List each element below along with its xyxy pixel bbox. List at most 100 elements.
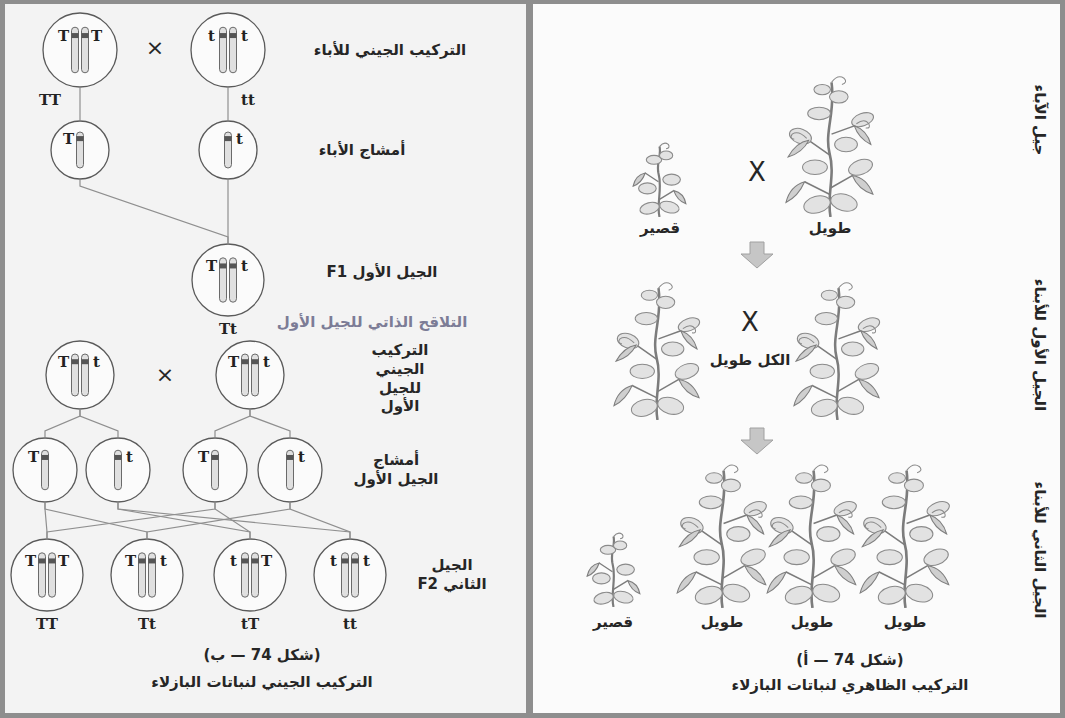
row-label: أمشاج الجيل الأول	[353, 451, 439, 489]
cell-circle: T	[12, 437, 78, 503]
phenotype-label: قصير	[593, 613, 633, 632]
gene-band	[287, 455, 294, 460]
chromosome	[39, 553, 46, 597]
chromatid	[212, 450, 219, 490]
gene-band	[220, 263, 227, 268]
genotype-label: TT	[36, 617, 58, 632]
chromosome	[220, 258, 227, 302]
chromatid	[252, 553, 259, 597]
circle-outline	[12, 437, 78, 503]
cross-line	[47, 503, 215, 538]
cell-circle: T	[182, 437, 248, 503]
allele-letter: t	[208, 28, 215, 43]
short-plant	[633, 143, 686, 217]
cross-sign: ×	[146, 34, 164, 62]
cross-line	[227, 88, 228, 120]
chromatid	[230, 258, 237, 302]
allele-letter: t	[241, 258, 248, 273]
chromatid	[230, 27, 237, 73]
gene-band	[149, 558, 156, 563]
cross-line	[118, 503, 350, 538]
allele-letter: T	[125, 553, 136, 568]
circle-outline	[85, 437, 151, 503]
allele-letter: t	[160, 553, 167, 568]
phenotype-label: طويل	[701, 613, 744, 632]
allele-letter: t	[93, 354, 100, 369]
circle-outline	[50, 120, 110, 180]
allele-letter: t	[363, 553, 370, 568]
cross-line	[80, 180, 228, 243]
short-plant	[587, 533, 640, 607]
gene-band	[230, 33, 237, 38]
chromatid	[115, 450, 122, 490]
chromosome	[242, 553, 249, 597]
gene-band	[77, 136, 84, 141]
chromosome	[149, 553, 156, 597]
chromosome	[49, 553, 56, 597]
circle-outline	[45, 340, 115, 410]
row-label: التركيب الجيني للجيل الأول	[358, 341, 442, 416]
allele-letter: T	[91, 28, 102, 43]
allele-letter: t	[236, 131, 243, 146]
chromosome	[212, 450, 219, 490]
chromosome	[220, 27, 227, 73]
phenotype-label: طويل	[791, 613, 834, 632]
allele-letter: T	[198, 450, 209, 465]
chromatid	[287, 450, 294, 490]
chromatid	[42, 450, 49, 490]
genotype-label: TT	[39, 93, 61, 108]
tall-plant	[786, 77, 875, 217]
allele-letter: T	[228, 354, 239, 369]
cell-outline	[51, 121, 109, 179]
cross-sign: X	[741, 306, 759, 339]
cross-line	[215, 410, 250, 437]
allele-letter: T	[58, 553, 69, 568]
cell-circle: t	[257, 437, 323, 503]
chromosome	[342, 553, 349, 597]
gene-band	[252, 558, 259, 563]
gene-band	[72, 33, 79, 38]
down-arrow	[741, 242, 773, 268]
tall-plant	[860, 465, 951, 608]
cell-outline	[43, 13, 117, 87]
chromosome	[72, 354, 79, 396]
phenotype-label: الكل طويل	[710, 351, 791, 370]
allele-letter: T	[28, 450, 39, 465]
genotype-label: tt	[343, 617, 357, 632]
cell-circle: tTtT	[213, 538, 287, 612]
phenotype-label: قصير	[640, 219, 680, 238]
row-note: التلاقح الذاتي للجيل الأول	[277, 313, 468, 332]
cell-outline	[11, 539, 83, 611]
circle-outline	[215, 340, 285, 410]
chromosome	[82, 354, 89, 396]
allele-letter: t	[330, 553, 337, 568]
phenotype-label: طويل	[884, 613, 927, 632]
circle-outline	[190, 12, 266, 88]
chromosome	[72, 27, 79, 73]
chromosome	[352, 553, 359, 597]
allele-letter: t	[263, 354, 270, 369]
chromosome	[242, 354, 249, 396]
cell-circle: TtTt	[191, 243, 265, 317]
gene-band	[49, 558, 56, 563]
cross-line	[227, 180, 228, 243]
chromosome	[115, 450, 122, 490]
circle-outline	[110, 538, 184, 612]
cell-outline	[314, 539, 386, 611]
allele-letter: t	[126, 450, 133, 465]
generation-label: الجيل الأول للأبناء	[1031, 279, 1050, 411]
chromatid	[149, 553, 156, 597]
chromatid	[82, 354, 89, 396]
gene-band	[212, 455, 219, 460]
figure-number: (شكل 74 — ب)	[203, 646, 320, 665]
allele-letter: T	[58, 354, 69, 369]
cross-line	[80, 410, 118, 437]
chromosome	[287, 450, 294, 490]
circle-outline	[257, 437, 323, 503]
cell-outline	[214, 539, 286, 611]
chromosome	[82, 27, 89, 73]
chromosome	[225, 132, 232, 168]
chromatid	[82, 27, 89, 73]
gene-band	[72, 359, 79, 364]
